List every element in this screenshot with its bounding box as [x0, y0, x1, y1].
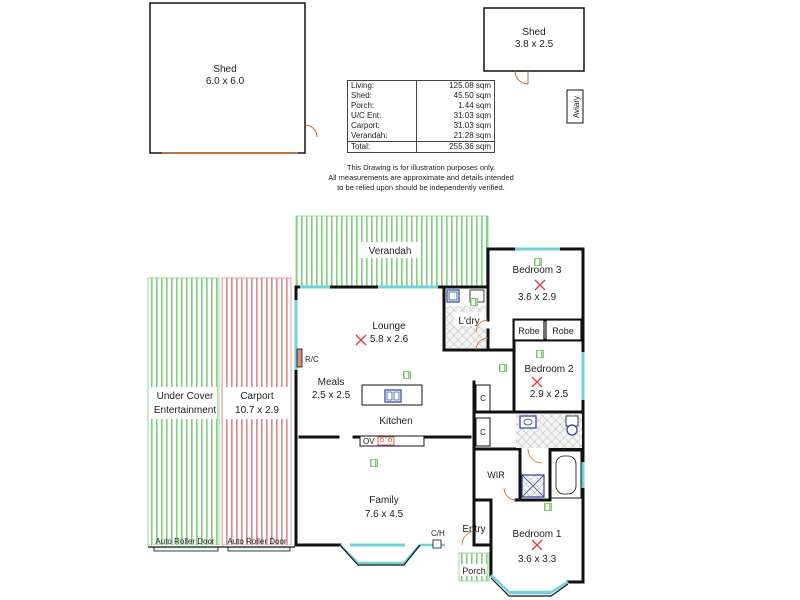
bedroom3-name: Bedroom 3	[513, 265, 562, 276]
aviary-label: Aviary	[572, 96, 581, 118]
robes: Robe Robe	[513, 319, 582, 341]
area-label: Verandah:	[351, 131, 388, 140]
large-shed-name: Shed	[213, 64, 236, 75]
oven-label: OV	[363, 437, 375, 446]
small-shed-name: Shed	[522, 27, 545, 38]
roller-door-2-label: Auto Roller Door	[227, 537, 286, 546]
windows	[294, 247, 585, 595]
bedroom3-size: 3.6 x 2.9	[518, 292, 557, 303]
ch-label: C/H	[431, 529, 445, 538]
area-label: Porch:	[351, 101, 375, 110]
roller-door-1-label: Auto Roller Door	[155, 537, 214, 546]
uc-entertainment-line2: Entertainment	[154, 405, 216, 416]
vent-lounge	[403, 371, 411, 379]
cupboards: C C	[475, 384, 491, 447]
verandah-label: Verandah	[369, 246, 412, 257]
wir-label: WIR	[487, 470, 505, 480]
laundry: L'dry	[446, 289, 489, 351]
area-total-value: 255.36 sqm	[416, 141, 495, 153]
area-label: Carport:	[351, 121, 380, 130]
disclaimer-line: This Drawing is for illustration purpose…	[346, 163, 496, 172]
area-value: 125.08 sqm	[416, 80, 495, 91]
bathroom	[503, 414, 582, 501]
large-shed-size: 6.0 x 6.0	[206, 76, 245, 87]
room-labels: Bedroom 3 3.6 x 2.9 Lounge 5.8 x 2.6 Mea…	[312, 265, 574, 565]
wir: WIR	[487, 470, 505, 480]
area-table-row: Carport: 31.03 sqm	[348, 121, 495, 131]
disclaimer-line: to be relied upon should be independentl…	[337, 183, 505, 192]
vent-laundry	[470, 298, 478, 306]
carport: Carport 10.7 x 2.9	[221, 277, 292, 546]
rc-label: R/C	[305, 355, 319, 364]
area-value: 31.03 sqm	[416, 121, 495, 131]
entry-porch: Porch Entry	[458, 524, 490, 582]
roller-doors: Auto Roller Door Auto Roller Door	[148, 537, 295, 557]
kitchen-label: Kitchen	[379, 416, 412, 427]
area-label: Shed:	[351, 91, 372, 100]
bedroom1-name: Bedroom 1	[513, 529, 562, 540]
bedroom2-name: Bedroom 2	[525, 364, 574, 375]
kitchen-fixtures: OV	[359, 384, 425, 447]
area-total-label: Total:	[347, 141, 417, 153]
smoke-alarm-bedroom1	[531, 539, 543, 551]
smoke-alarm-bedroom2	[531, 376, 543, 388]
disclaimer-line: All measurements are approximate and det…	[328, 173, 514, 182]
vent-hall	[499, 364, 507, 372]
smoke-alarm-lounge	[355, 334, 367, 346]
carport-name: Carport	[240, 391, 274, 402]
vent-bedroom2	[536, 350, 544, 358]
small-shed: Shed 3.8 x 2.5	[483, 7, 585, 85]
entry-label: Entry	[462, 524, 485, 535]
vent-bedroom1	[544, 503, 552, 511]
area-label: Living:	[351, 81, 375, 90]
bedroom1-size: 3.6 x 3.3	[518, 554, 557, 565]
smoke-alarm-bedroom3	[534, 279, 546, 291]
disclaimer: This Drawing is for illustration purpose…	[320, 163, 522, 193]
uc-entertainment: Under Cover Entertainment	[147, 277, 220, 546]
lounge-size: 5.8 x 2.6	[370, 334, 409, 345]
family-size: 7.6 x 4.5	[365, 509, 404, 520]
cupboard-1-label: C	[480, 394, 486, 403]
area-table-row: Living: 125.08 sqm	[348, 80, 495, 91]
cupboard-2-label: C	[480, 428, 486, 437]
area-table-row: Shed: 45.50 sqm	[348, 91, 495, 101]
lounge-name: Lounge	[372, 321, 406, 332]
vent-family	[370, 459, 378, 467]
meals-name: Meals	[318, 377, 345, 388]
family-name: Family	[369, 495, 398, 506]
area-value: 1.44 sqm	[416, 101, 495, 111]
ch-unit	[432, 539, 442, 549]
area-table-row: U/C Ent: 31.03 sqm	[348, 111, 495, 121]
laundry-label: L'dry	[458, 316, 479, 327]
robe-2-label: Robe	[552, 326, 574, 336]
rc-unit	[296, 348, 303, 368]
area-table-row: Porch: 1.44 sqm	[348, 101, 495, 111]
bedroom2-size: 2.9 x 2.5	[530, 389, 569, 400]
porch-label: Porch	[462, 566, 486, 576]
area-value: 31.03 sqm	[416, 111, 495, 121]
area-total-row: Total: 255.36 sqm	[347, 141, 495, 153]
verandah: Verandah	[295, 215, 489, 287]
area-value: 45.50 sqm	[416, 91, 495, 101]
large-shed: Shed 6.0 x 6.0	[149, 2, 318, 154]
area-label: U/C Ent:	[351, 111, 382, 120]
robe-1-label: Robe	[518, 326, 540, 336]
small-shed-size: 3.8 x 2.5	[515, 39, 554, 50]
area-value: 21.28 sqm	[416, 131, 495, 142]
meals-size: 2.5 x 2.5	[312, 390, 351, 401]
carport-size: 10.7 x 2.9	[235, 405, 279, 416]
aviary: Aviary	[566, 89, 584, 124]
uc-entertainment-line1: Under Cover	[157, 391, 214, 402]
vent-bedroom3	[534, 258, 542, 266]
area-table-row: Verandah: 21.28 sqm	[348, 131, 495, 142]
